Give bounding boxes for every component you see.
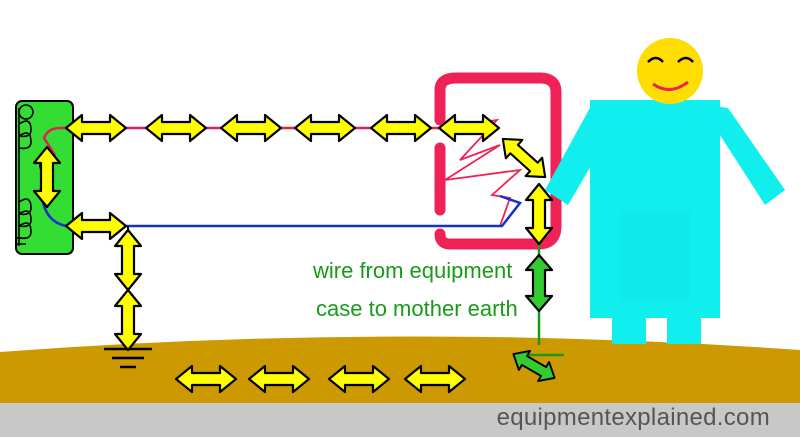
wire-label-line-1: wire from equipment [313, 258, 513, 283]
person-right-leg [667, 300, 701, 344]
wire-label-line-2: case to mother earth [316, 296, 518, 321]
arrow-earth-2 [113, 288, 143, 352]
arrow-live-5 [369, 113, 433, 143]
arrow-live-6 [437, 113, 501, 143]
equipment-case [434, 72, 562, 250]
arrow-live-4 [293, 113, 357, 143]
arrow-live-diagonal [493, 128, 555, 188]
person [545, 100, 785, 344]
arrow-case-vertical [524, 182, 554, 246]
earth-ground [0, 336, 800, 405]
arrow-live-2 [144, 113, 208, 143]
smiley-face-icon [637, 38, 703, 104]
person-right-arm [700, 104, 785, 205]
arrow-live-1 [64, 113, 128, 143]
live-wire [42, 126, 442, 156]
arrow-neutral [64, 211, 128, 241]
arrow-green-vertical [524, 253, 554, 313]
person-torso [590, 100, 720, 318]
person-left-arm [545, 104, 618, 205]
site-watermark: equipmentexplained.com [496, 404, 770, 431]
person-left-leg [612, 300, 646, 344]
footer-strip [0, 403, 800, 437]
arrow-live-3 [219, 113, 283, 143]
arrow-earth-1 [113, 228, 143, 292]
neutral-wire [40, 194, 523, 228]
